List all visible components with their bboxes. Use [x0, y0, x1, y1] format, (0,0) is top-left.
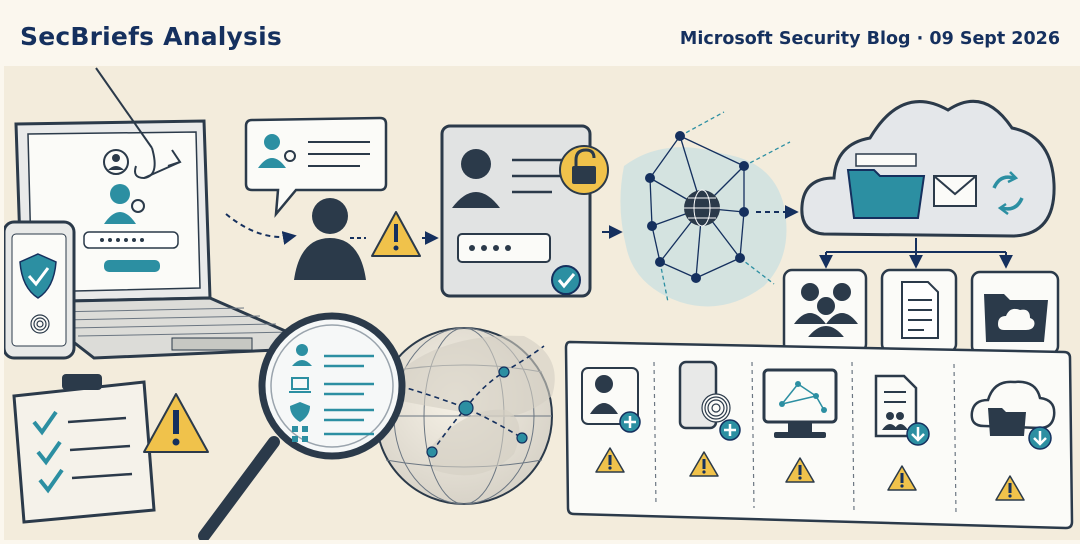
cloud-icon [800, 99, 1056, 238]
header: SecBriefs Analysis Microsoft Security Bl… [0, 0, 1080, 66]
document-icon [880, 268, 958, 354]
warning-icon [995, 475, 1025, 501]
unlock-icon [559, 145, 609, 195]
source-date: Microsoft Security Blog · 09 Sept 2026 [680, 29, 1060, 49]
user-add-icon [581, 367, 641, 433]
network-globe-icon [620, 111, 791, 307]
monitor-network-icon [762, 368, 838, 438]
group-icon [782, 268, 868, 354]
phone-fingerprint-icon [678, 360, 741, 441]
fingerprint-icon [30, 314, 50, 334]
envelope-icon [933, 175, 977, 207]
warning-icon [143, 393, 209, 453]
warning-icon [595, 447, 625, 473]
user-silhouette-icon [294, 198, 366, 280]
warning-icon [689, 451, 719, 477]
attack-flow-illustration [2, 66, 1080, 542]
illustration-svg [2, 66, 1080, 542]
warning-icon [371, 211, 421, 257]
clipboard-checklist-icon [12, 374, 156, 524]
activity-panel [564, 340, 1074, 530]
warning-icon [887, 465, 917, 491]
sync-icon [992, 171, 1024, 215]
separator: · [916, 29, 924, 49]
phone-shield-icon [2, 220, 76, 360]
source-name: Microsoft Security Blog [679, 29, 911, 49]
cloud-folder-icon [970, 270, 1060, 356]
checkmark-icon [551, 265, 581, 295]
fishing-hook-icon [95, 67, 182, 180]
id-card-icon [440, 124, 592, 298]
folder-icon [846, 153, 926, 219]
cloud-download-icon [970, 380, 1056, 450]
magnifier-icon [198, 312, 406, 542]
document-download-icon [874, 374, 930, 446]
chat-bubble-icon [244, 116, 388, 218]
globe-route-icon [375, 327, 555, 505]
warning-icon [785, 457, 815, 483]
brand-title: SecBriefs Analysis [20, 22, 282, 51]
publish-date: 09 Sept 2026 [929, 29, 1060, 49]
